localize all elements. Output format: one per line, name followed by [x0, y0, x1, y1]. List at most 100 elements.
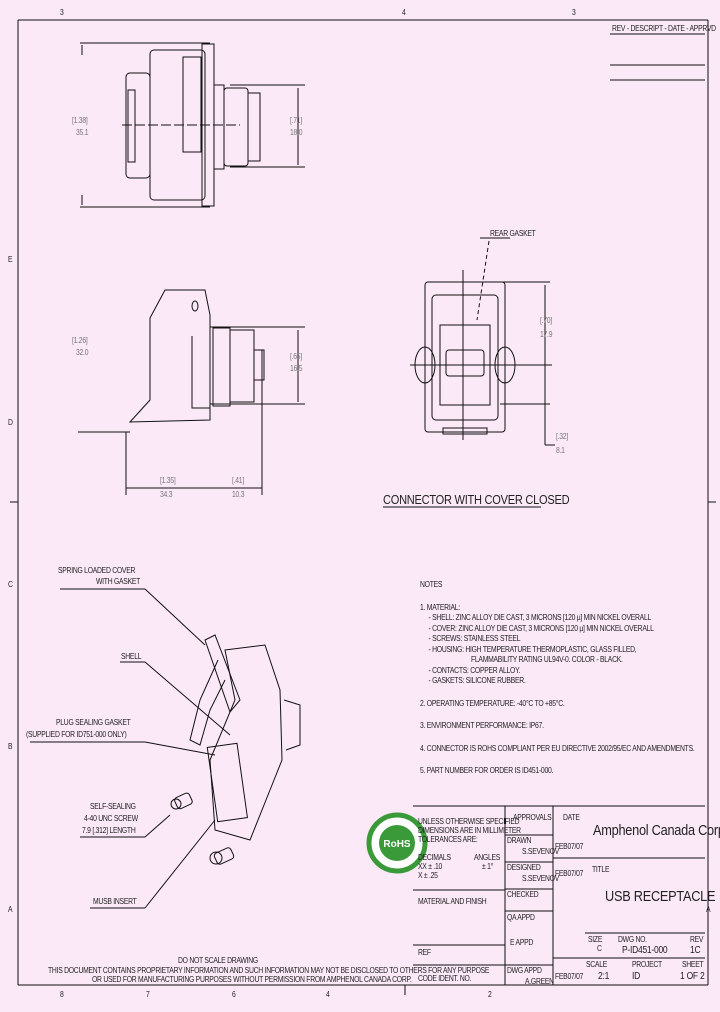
project-value: ID: [632, 971, 640, 982]
callout-screw: 7.9 [.312] LENGTH: [82, 826, 136, 835]
zone-label: 6: [232, 990, 236, 999]
isometric-view: [30, 588, 301, 909]
dim-plug-mm: 16.5: [290, 364, 303, 373]
dim-plug-in: [.71]: [290, 116, 302, 125]
sheet-value: 1 OF 2: [680, 971, 705, 982]
zone-label: A: [706, 905, 711, 914]
note-line: - HOUSING: HIGH TEMPERATURE THERMOPLASTI…: [428, 644, 637, 654]
svg-text:RoHS: RoHS: [383, 839, 411, 850]
callout-screw: SELF-SEALING: [90, 802, 136, 811]
note-line: 4. CONNECTOR IS ROHS COMPLIANT PER EU DI…: [420, 743, 695, 753]
dim-width-in: [1.38]: [72, 116, 88, 125]
note-line: 3. ENVIRONMENT PERFORMANCE: IP67.: [420, 721, 544, 730]
top-view: [80, 42, 305, 208]
notes-title: NOTES: [420, 580, 443, 589]
note-line: - SCREWS: STAINLESS STEEL: [428, 634, 521, 643]
proprietary-note: THIS DOCUMENT CONTAINS PROPRIETARY INFOR…: [48, 966, 490, 975]
zone-label: 7: [146, 990, 150, 999]
zone-label: C: [8, 580, 13, 589]
tolerance-note: DIMENSIONS ARE IN MILLIMETER: [418, 826, 521, 835]
drawing-title: USB RECEPTACLE: [605, 888, 716, 905]
size-value: C: [597, 944, 602, 953]
checked-role: CHECKED: [507, 890, 539, 899]
ref-label: REF: [418, 948, 431, 957]
code-ident-label: CODE IDENT. NO.: [418, 974, 472, 983]
zone-label: 8: [60, 990, 64, 999]
decimals-value: XX ± .10: [418, 862, 442, 871]
note-line: - GASKETS: SILICONE RUBBER.: [428, 676, 526, 685]
note-line: 2. OPERATING TEMPERATURE: -40°C TO +85°C…: [420, 698, 565, 708]
drawn-name: S.SEVENOV: [522, 847, 560, 856]
dim-depth-in: [1.35]: [160, 476, 176, 485]
revision-header: REV - DESCRIPT - DATE - APPRVD: [612, 24, 716, 33]
dwg-appd-role: DWG APPD: [507, 966, 542, 975]
zone-label: B: [8, 742, 13, 751]
callout-gasket: PLUG SEALING GASKET: [56, 718, 131, 727]
e-appd-role: E APPD: [510, 938, 534, 947]
dim-front-h-in: [.70]: [540, 316, 552, 325]
revision-block-lines: [560, 19, 708, 81]
dwg-appd-name: A.GREEN: [525, 977, 554, 986]
note-line: - CONTACTS: COPPER ALLOY.: [428, 665, 521, 675]
scale-label: SCALE: [586, 960, 608, 969]
view-caption: CONNECTOR WITH COVER CLOSED: [383, 492, 570, 507]
dim-height-mm: 32.0: [76, 348, 89, 357]
zone-label: A: [8, 905, 13, 914]
dim-front-h-mm: 17.9: [540, 330, 553, 339]
dim-width-mm: 35.1: [76, 128, 89, 137]
designed-date: FEB07/07: [555, 869, 584, 878]
note-line: FLAMMABILITY RATING UL94V-0. COLOR - BLA…: [471, 655, 623, 664]
scale-value: 2:1: [598, 971, 610, 982]
rev-value: 1C: [690, 945, 701, 956]
date-label: DATE: [563, 813, 580, 822]
sheet-frame: [10, 19, 716, 995]
designed-role: DESIGNED: [507, 863, 541, 872]
zone-label: E: [8, 255, 13, 264]
dim-front-o-in: [.32]: [556, 432, 568, 441]
decimals-value: X ± .25: [418, 871, 438, 880]
dim-depth-mm: 34.3: [160, 490, 173, 499]
zone-label: 3: [572, 8, 576, 17]
company-name: Amphenol Canada Corp.: [593, 822, 720, 839]
zone-label: 4: [326, 990, 330, 999]
project-label: PROJECT: [632, 960, 662, 969]
rohs-logo: RoHS: [366, 812, 428, 874]
callout-shell: SHELL: [121, 652, 142, 661]
note-line: 1. MATERIAL:: [420, 602, 460, 612]
callout-cover: SPRING LOADED COVER: [58, 566, 136, 575]
dwg-no-label: DWG NO.: [618, 935, 647, 944]
notes: NOTES 1. MATERIAL: - SHELL: ZINC ALLOY D…: [420, 580, 695, 777]
zone-label: D: [8, 418, 13, 427]
dwg-appd-date: FEB07/07: [555, 972, 584, 981]
sheet-label: SHEET: [682, 960, 704, 969]
zone-label: 2: [488, 990, 492, 999]
drawn-role: DRAWN: [507, 836, 532, 845]
dwg-no-value: P-ID451-000: [622, 945, 668, 956]
zone-label: 4: [402, 8, 406, 17]
dim-plug-in: [.65]: [290, 352, 302, 361]
rev-label: REV: [690, 935, 704, 944]
tolerance-note: TOLERANCES ARE:: [418, 835, 478, 844]
angles-value: ± 1°: [482, 862, 494, 871]
proprietary-note: OR USED FOR MANUFACTURING PURPOSES WITHO…: [92, 975, 412, 984]
title-label: TITLE: [592, 865, 610, 874]
do-not-scale-note: DO NOT SCALE DRAWING: [178, 956, 258, 965]
dim-height-in: [1.26]: [72, 336, 88, 345]
qa-role: QA APPD: [507, 913, 535, 922]
side-view: [78, 289, 305, 495]
rear-gasket-label: REAR GASKET: [490, 229, 536, 238]
note-line: - SHELL: ZINC ALLOY DIE CAST, 3 MICRONS …: [428, 613, 652, 622]
callout-insert: MUSB INSERT: [93, 897, 137, 906]
title-block-lines: [413, 805, 705, 985]
front-view: [383, 237, 555, 508]
zone-label: 3: [60, 8, 64, 17]
material-finish-label: MATERIAL AND FINISH: [418, 897, 487, 906]
dim-flange-mm: 10.3: [232, 490, 245, 499]
callout-gasket: (SUPPLIED FOR ID751-000 ONLY): [26, 730, 127, 739]
callout-cover: WITH GASKET: [96, 577, 141, 586]
approvals-label: APPROVALS: [513, 813, 552, 822]
size-label: SIZE: [588, 935, 603, 944]
tolerance-note: UNLESS OTHERWISE SPECIFIED: [418, 817, 520, 826]
note-line: 5. PART NUMBER FOR ORDER IS ID451-000.: [420, 766, 554, 775]
designed-name: S.SEVENOV: [522, 874, 560, 883]
